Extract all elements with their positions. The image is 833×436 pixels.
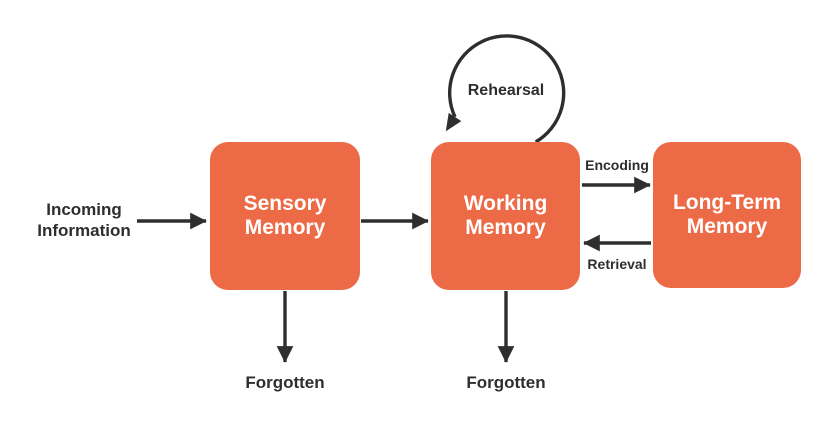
working-forgotten-label: Forgotten (466, 373, 546, 392)
working-memory-label: Working Memory (463, 192, 548, 239)
long-term-memory-box: Long-Term Memory (653, 142, 801, 288)
incoming-information-label: Incoming Information (37, 200, 131, 240)
working-memory-box: Working Memory (431, 142, 580, 290)
long-term-memory-label: Long-Term Memory (672, 191, 782, 238)
retrieval-label: Retrieval (587, 256, 647, 272)
sensory-forgotten-label: Forgotten (245, 373, 325, 392)
rehearsal-loop-arrowhead (445, 112, 462, 132)
encoding-label: Encoding (585, 157, 649, 173)
rehearsal-label: Rehearsal (467, 82, 545, 99)
sensory-memory-box: Sensory Memory (210, 142, 360, 290)
rehearsal-loop-arc (447, 34, 566, 144)
sensory-memory-label: Sensory Memory (243, 192, 327, 239)
